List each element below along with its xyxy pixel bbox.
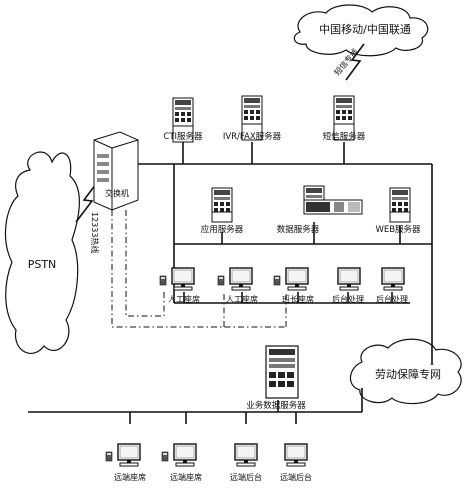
agent-2-label: 人工座席	[226, 294, 258, 304]
carrier-cloud: 中国移动/中国联通	[293, 4, 429, 57]
backend-2-label: 后台处理	[376, 294, 408, 304]
remote-agent-2: 远端座席	[161, 443, 202, 482]
remote-backend-1-label: 远端后台	[230, 472, 262, 482]
supervisor-label: 班长座席	[282, 294, 314, 304]
cti-server: CTI服务器	[163, 97, 203, 143]
pstn-label: PSTN	[28, 258, 57, 271]
sms-server: 短信服务器	[323, 95, 366, 142]
remote-agent-1: 远端座席	[105, 443, 146, 482]
hotline-label: 12333热线	[90, 212, 100, 253]
supervisor-workstation: 班长座席	[273, 267, 314, 304]
backend-workstation-2: 后台处理	[376, 267, 408, 304]
pbx-label: 交换机	[105, 188, 129, 198]
agent-workstation-1: 人工座席	[159, 267, 200, 304]
web-server-label: WEB服务器	[375, 224, 421, 235]
carrier-label: 中国移动/中国联通	[319, 23, 411, 36]
voice-line-agent-1	[111, 210, 286, 328]
remote-backend-2: 远端后台	[280, 443, 312, 482]
business-db-server: 业务数据服务器	[246, 345, 306, 411]
agent-1-label: 人工座席	[168, 294, 200, 304]
remote-agent-1-label: 远端座席	[114, 472, 146, 482]
sms-server-label: 短信服务器	[323, 131, 366, 142]
cti-server-label: CTI服务器	[163, 131, 203, 142]
app-server: 应用服务器	[201, 187, 244, 235]
remote-backend-1: 远端后台	[230, 443, 262, 482]
backend-1-label: 后台处理	[332, 294, 364, 304]
pstn-cloud: PSTN	[4, 151, 80, 354]
hotline-lightning-icon	[75, 183, 97, 223]
agent-workstation-2: 人工座席	[217, 267, 258, 304]
remote-agent-2-label: 远端座席	[170, 472, 202, 482]
ivr-fax-server: IVR/FAX服务器	[223, 95, 282, 142]
sms-lightning-icon	[345, 43, 365, 81]
labor-net-cloud: 劳动保障专网	[349, 338, 462, 405]
app-server-label: 应用服务器	[201, 224, 244, 235]
data-server: 数据服务器	[277, 185, 363, 235]
remote-backend-2-label: 远端后台	[280, 472, 312, 482]
pbx-device: 交换机	[93, 131, 139, 211]
ivr-fax-server-label: IVR/FAX服务器	[223, 131, 282, 142]
business-db-server-label: 业务数据服务器	[246, 400, 306, 411]
voice-line-agent-2	[125, 210, 165, 317]
backend-workstation-1: 后台处理	[332, 267, 364, 304]
labor-net-label: 劳动保障专网	[375, 367, 441, 381]
web-server: WEB服务器	[375, 187, 421, 235]
data-server-label: 数据服务器	[277, 224, 320, 235]
